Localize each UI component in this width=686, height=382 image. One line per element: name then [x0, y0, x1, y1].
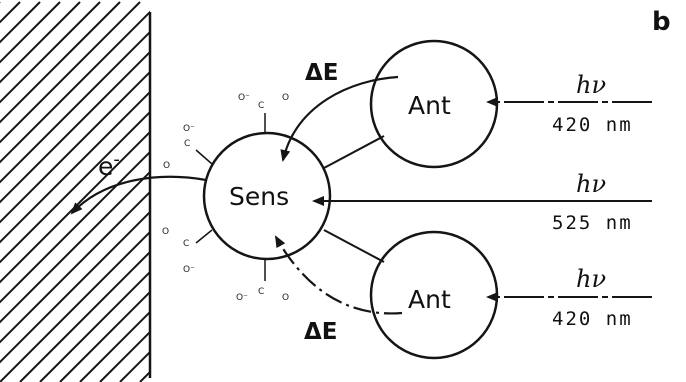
carboxylate-bottom-atom: O⁻ — [236, 293, 248, 303]
energy-transfer-label-top: ΔE — [305, 60, 339, 86]
hatch-line — [0, 1, 41, 44]
hatch-line — [160, 2, 540, 382]
hatch-line — [39, 270, 150, 382]
energy-transfer-arrow-top — [280, 75, 399, 162]
carboxylate-upper-left-atom: C — [184, 139, 190, 149]
hatch-line — [0, 1, 81, 84]
sensitizer-label: Sens — [229, 182, 289, 211]
carboxylate-top-atom: C — [258, 101, 264, 111]
electron-injection-arrow — [70, 175, 207, 215]
hatch-line — [0, 70, 150, 224]
hatch-line — [0, 130, 150, 284]
energy-transfer-label-bottom: ΔE — [304, 319, 338, 345]
wavelength-label-top: 420 nm — [552, 114, 633, 136]
hatch-line — [0, 210, 150, 364]
panel-label: b — [652, 7, 671, 37]
electron-charge: - — [113, 149, 120, 170]
hatch-line — [0, 1, 121, 124]
electrode-hatching — [0, 1, 540, 382]
electron-label: e- — [98, 149, 120, 181]
hatch-line — [0, 1, 141, 144]
hatch-line — [0, 50, 150, 204]
hatch-line — [0, 1, 101, 104]
carboxylate-top-atom: O — [282, 93, 289, 103]
wavelength-label-middle: 525 nm — [552, 212, 633, 234]
hatch-line — [0, 90, 150, 244]
hatch-line — [0, 170, 150, 324]
hatch-line — [0, 30, 150, 184]
linker-bottom — [323, 229, 385, 263]
hatch-line — [0, 110, 150, 264]
carboxylate-bottom-atom: O — [282, 293, 289, 303]
hatch-line — [79, 310, 150, 382]
linker-top — [323, 135, 385, 169]
carboxylate-lower-left-atom: O — [162, 227, 169, 237]
hatch-line — [0, 230, 150, 382]
carboxylate-upper-left-atom: O — [163, 161, 170, 171]
sensitizer-circle — [202, 131, 332, 261]
carboxylate-upper-left-atom: O⁻ — [183, 124, 195, 134]
hatch-line — [19, 250, 150, 382]
antenna-top-label: Ant — [408, 91, 451, 120]
carboxylate-lower-left-atom: O⁻ — [183, 265, 195, 275]
carboxylate-upper-left-bond — [195, 149, 213, 165]
hatch-line — [0, 10, 150, 164]
antenna-bottom-label: Ant — [408, 285, 451, 314]
photon-label-bottom: hν — [576, 265, 606, 293]
photon-label-top: hν — [576, 71, 606, 99]
energy-transfer-arrow-bottom — [275, 235, 403, 315]
hatch-line — [0, 190, 150, 344]
carboxylate-bottom-atom: C — [258, 287, 264, 297]
carboxylate-top-atom: O⁻ — [238, 93, 250, 103]
hatch-line — [99, 330, 150, 382]
hatch-line — [59, 290, 150, 382]
hatch-line — [0, 150, 150, 304]
carboxylate-lower-left-atom: C — [183, 239, 189, 249]
carboxylate-groups: O⁻ C O O⁻ C O O C O⁻ O⁻ C O — [162, 93, 289, 303]
carboxylate-lower-left-bond — [195, 229, 213, 244]
wavelength-label-bottom: 420 nm — [552, 308, 633, 330]
photon-label-middle: hν — [576, 170, 606, 198]
